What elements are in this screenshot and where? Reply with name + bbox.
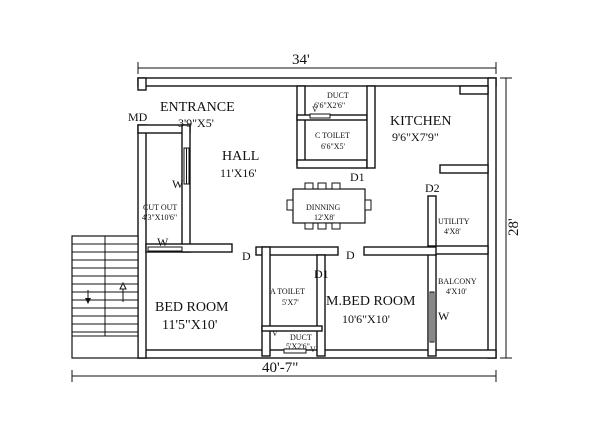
md-label: MD [128, 110, 148, 124]
dim-right: 28' [506, 218, 522, 236]
dining-table [286, 182, 372, 230]
dinning-size: 12'X8' [314, 213, 335, 222]
vent-mark-bottom-right: V [310, 345, 316, 354]
duct-bottom-size: 5'X2'6" [286, 342, 310, 351]
windows [147, 113, 435, 354]
duct-bottom-label: DUCT [290, 333, 312, 342]
window-mark-bed: W [157, 235, 169, 249]
staircase [71, 235, 139, 359]
duct-top-label: DUCT [327, 91, 349, 100]
door-mark-d2: D2 [425, 181, 440, 195]
a-toilet-label: A TOILET [270, 287, 305, 296]
mbed-room-size: 10'6"X10' [342, 312, 390, 326]
dimension-labels: 34' 40'-7" 28' [262, 52, 522, 376]
window-mark-cutout: W [172, 177, 184, 191]
door-mark-d1-toilet: D1 [314, 267, 329, 281]
hall-label: HALL [222, 149, 259, 164]
kitchen-label: KITCHEN [390, 114, 451, 129]
interior-walls [145, 85, 489, 357]
a-toilet-size: 5'X7' [282, 298, 299, 307]
entrance-label: ENTRANCE [160, 100, 235, 115]
bed-room-size: 11'5"X10' [162, 318, 217, 333]
c-toilet-label: C TOILET [315, 131, 350, 140]
dim-bottom: 40'-7" [262, 360, 298, 376]
door-mark-d1-hall: D1 [350, 170, 365, 184]
c-toilet-size: 6'6"X5' [321, 142, 345, 151]
dinning-label: DINNING [306, 203, 340, 212]
door-window-marks: D1 D2 D D D1 W W W V V V [157, 105, 450, 354]
hall-size: 11'X16' [220, 166, 257, 180]
door-mark-d-bed: D [242, 249, 251, 263]
cutout-size: 4'3"X10'6" [142, 213, 177, 222]
room-labels: MD ENTRANCE 3'9"X5' HALL 11'X16' DUCT 6'… [128, 91, 477, 351]
vent-mark-top: V [312, 105, 318, 114]
mbed-room-label: M.BED ROOM [326, 294, 416, 309]
entrance-size: 3'9"X5' [178, 116, 214, 130]
window-mark-balcony: W [438, 309, 450, 323]
utility-label: UTILITY [438, 217, 470, 226]
door-mark-d-mbed: D [346, 248, 355, 262]
cutout-label: CUT OUT [143, 203, 177, 212]
utility-size: 4'X8' [444, 227, 461, 236]
vent-mark-bottom-left: V [272, 329, 278, 338]
balcony-size: 4'X10' [446, 287, 467, 296]
stair-steps [72, 243, 138, 333]
duct-top-size: 6'6"X2'6" [314, 101, 345, 110]
dimension-lines [71, 62, 512, 382]
bed-room-label: BED ROOM [155, 300, 229, 315]
dim-top: 34' [292, 52, 310, 68]
balcony-label: BALCONY [438, 277, 477, 286]
kitchen-size: 9'6"X7'9" [392, 130, 439, 144]
